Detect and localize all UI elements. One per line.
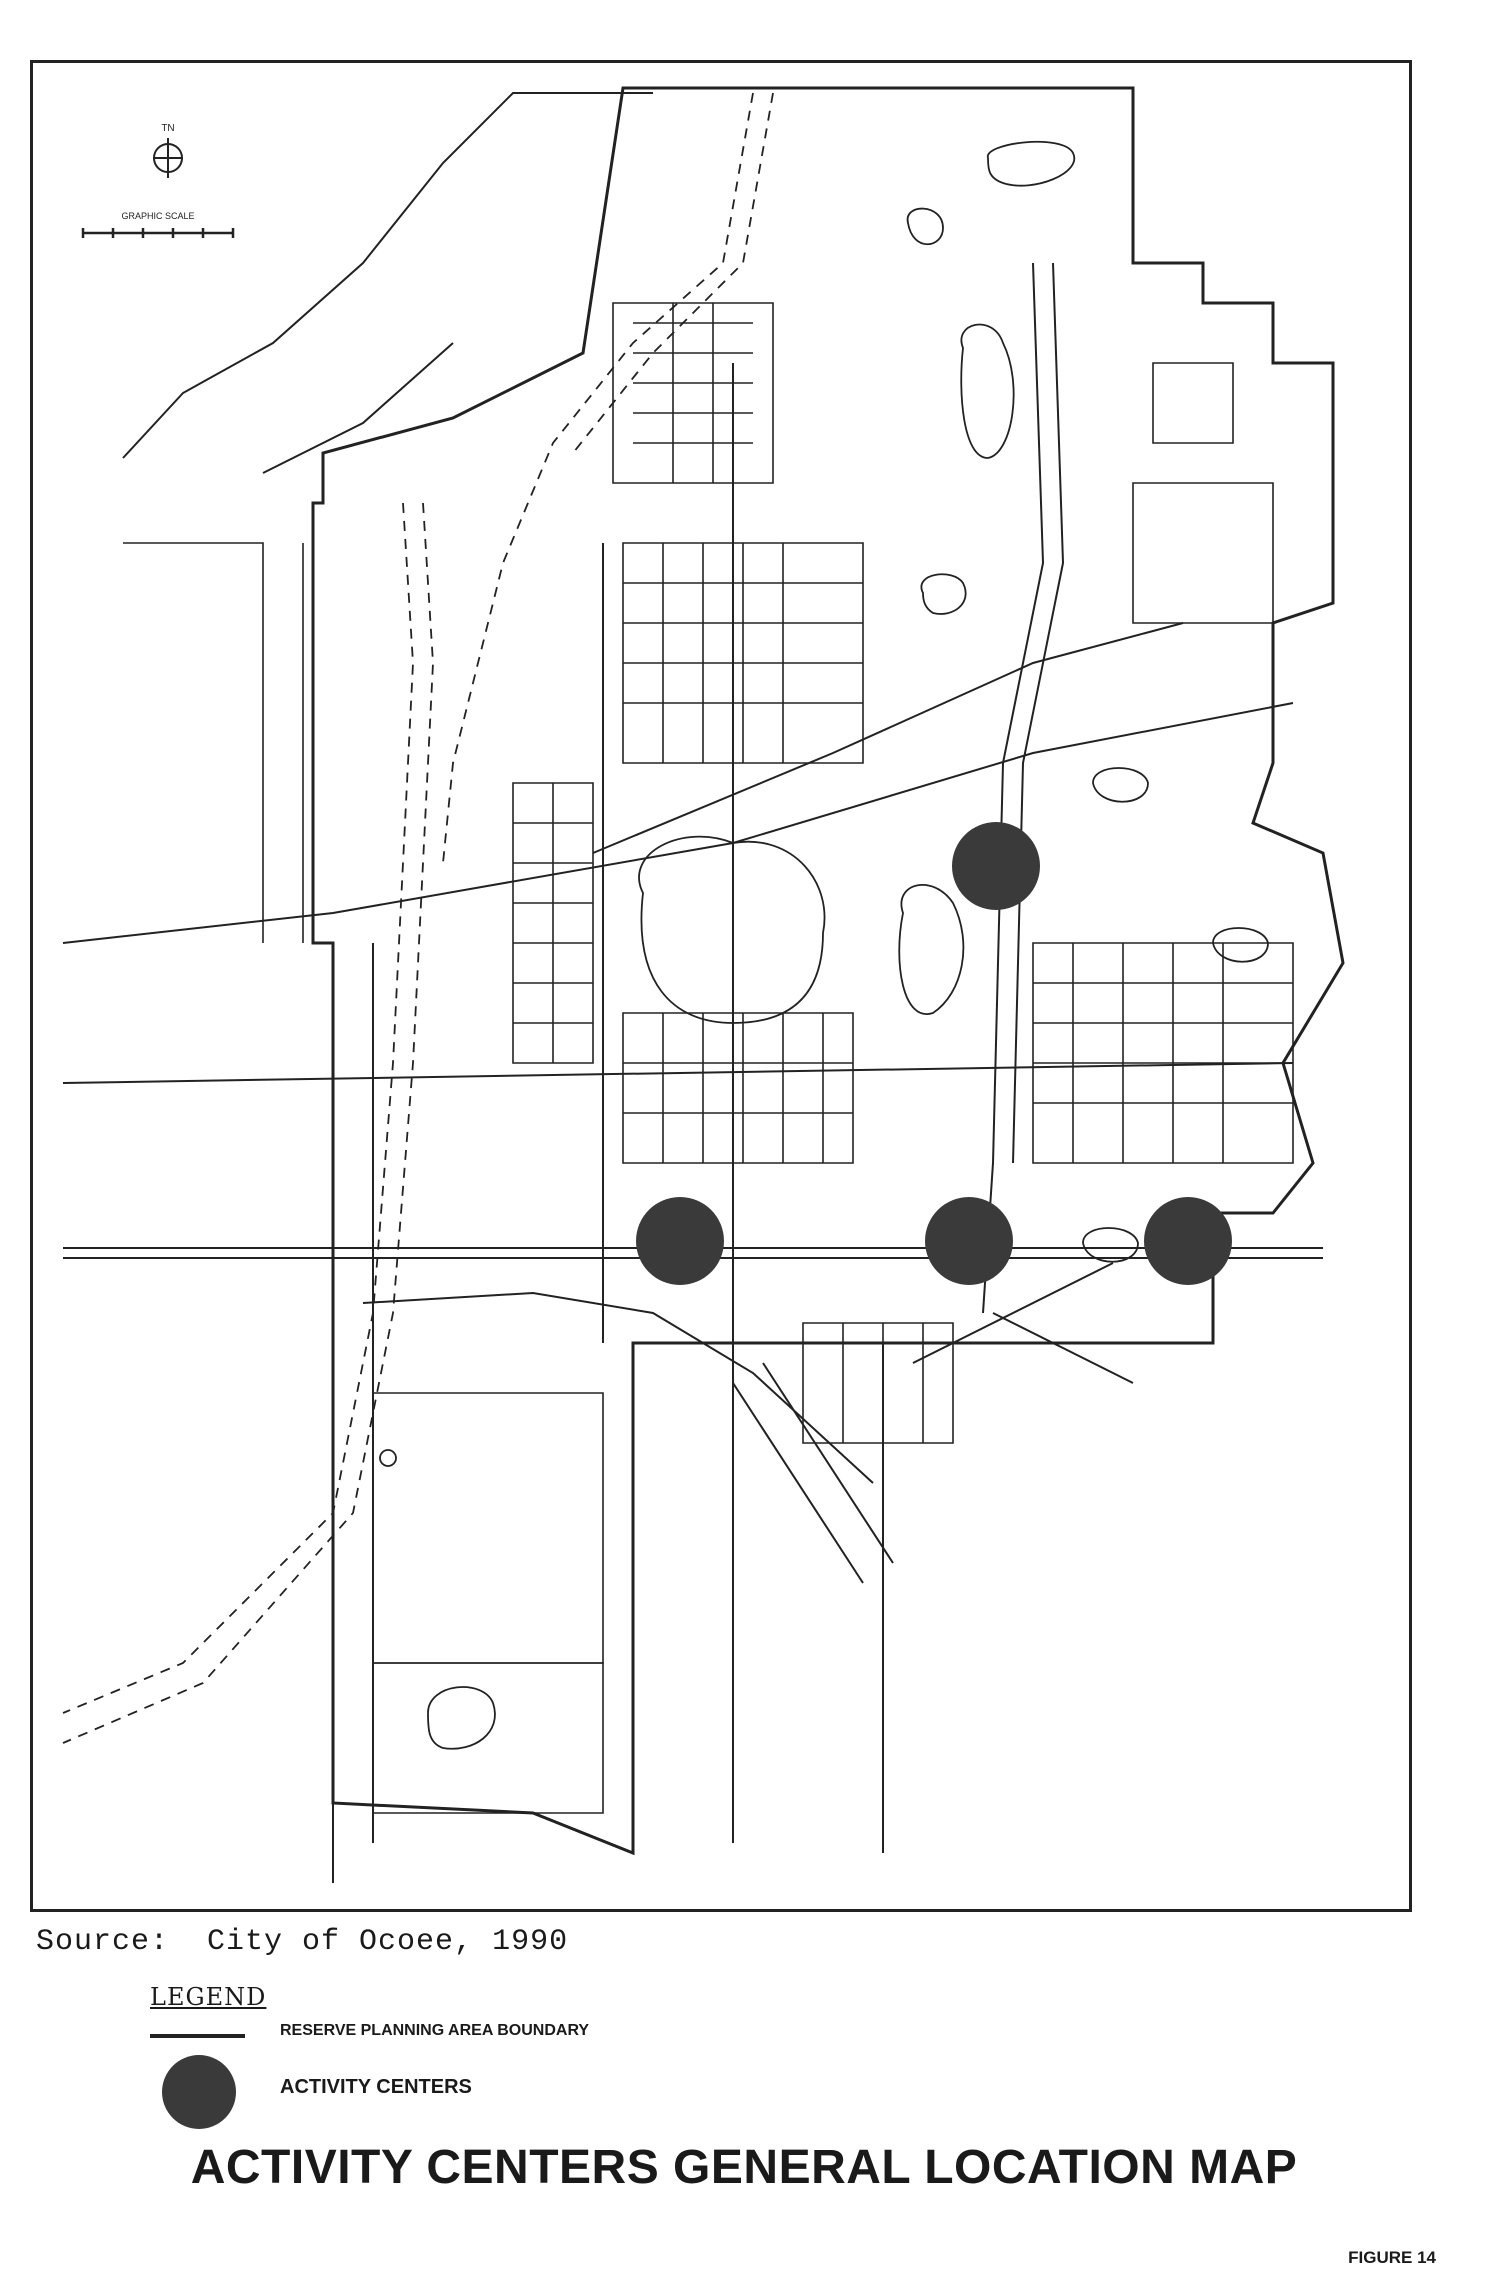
north-label: TN [161, 123, 174, 134]
scale-bar [81, 228, 235, 238]
activity-center-legend-label: ACTIVITY CENTERS [280, 2076, 472, 2098]
map-title: ACTIVITY CENTERS GENERAL LOCATION MAP [190, 2141, 1298, 2194]
activity-center-legend-swatch [162, 2055, 236, 2129]
upper-left-shore [122, 92, 653, 459]
boundary-legend-swatch [150, 2034, 245, 2038]
source-note: Source: City of Ocoee, 1990 [36, 1925, 569, 1959]
city-map: TN GRAPHIC SCALE [62, 86, 1345, 1883]
road-diagonal [592, 622, 1184, 854]
legend-title: LEGEND [150, 1983, 267, 2011]
activity-center-central [925, 1197, 1013, 1285]
starke-lake [638, 835, 826, 1024]
activity-center-east [1144, 1197, 1232, 1285]
scale-label: GRAPHIC SCALE [121, 211, 194, 221]
activity-center-north [952, 822, 1040, 910]
figure-number: FIGURE 14 [1348, 2248, 1436, 2267]
activity-center-west [636, 1197, 724, 1285]
map-frame: TN GRAPHIC SCALE [30, 60, 1412, 1912]
planning-area-boundary [311, 86, 1345, 1856]
boundary-legend-label: RESERVE PLANNING AREA BOUNDARY [280, 2022, 590, 2039]
